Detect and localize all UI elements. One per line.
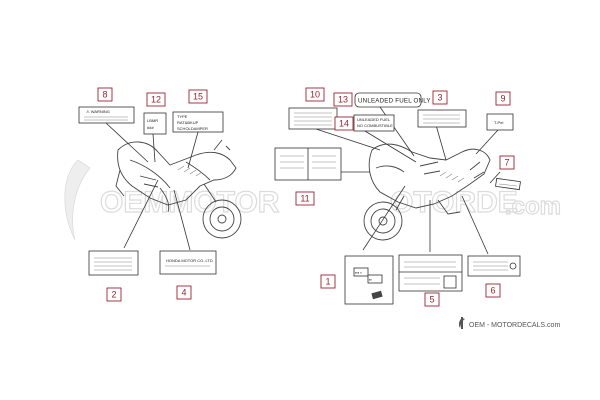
decal-1[interactable]: ▪▪▪ ▪ ▪▪ xyxy=(344,255,394,305)
decal-10[interactable] xyxy=(288,107,338,130)
callout-6[interactable]: 6 xyxy=(485,283,501,298)
callout-14-number: 14 xyxy=(339,119,349,129)
callout-9[interactable]: 9 xyxy=(495,91,511,106)
decal-15[interactable]: TYPE RAT&BKUP SCHOLDAMPER xyxy=(172,111,224,133)
watermark-left-text: OEMMOTOR xyxy=(100,186,280,219)
decal-7[interactable] xyxy=(495,177,521,191)
callout-4[interactable]: 4 xyxy=(176,285,192,300)
callout-14[interactable]: 14 xyxy=(334,116,354,131)
callout-7-number: 7 xyxy=(504,158,509,168)
decal-12-line2: ### xyxy=(147,125,154,130)
decal-8-warning-text: ⚠ WARNING xyxy=(86,109,110,114)
callout-11[interactable]: 11 xyxy=(295,191,315,206)
callout-10-number: 10 xyxy=(310,90,320,100)
callout-5[interactable]: 5 xyxy=(424,292,440,307)
callout-15-number: 15 xyxy=(193,92,203,102)
decal-5[interactable] xyxy=(398,254,463,292)
callout-7[interactable]: 7 xyxy=(499,155,515,170)
footer-brand-text: OEM - MOTORDECALS.com xyxy=(469,322,560,329)
watermark-helmet-mark xyxy=(64,159,91,241)
callout-4-number: 4 xyxy=(181,288,186,298)
callout-12[interactable]: 12 xyxy=(146,92,166,107)
helmet-logo-icon xyxy=(458,318,465,328)
callout-9-number: 9 xyxy=(500,94,505,104)
callout-5-number: 5 xyxy=(429,295,434,305)
watermark-suffix-text: .com xyxy=(505,193,561,220)
callout-13-number: 13 xyxy=(338,95,348,105)
decal-6[interactable] xyxy=(467,255,521,277)
decal-1-text-b: ▪▪ xyxy=(369,277,372,282)
decal-4-maker-plate[interactable]: HONDA MOTOR CO.,LTD xyxy=(159,250,217,275)
callout-1[interactable]: 1 xyxy=(320,274,336,289)
callout-6-number: 6 xyxy=(490,286,495,296)
decal-15-line3: SCHOLDAMPER xyxy=(177,126,208,131)
decal-13-fuel-text: UNLEADED FUEL ONLY xyxy=(358,98,431,105)
watermark-right-text: OTORDE xyxy=(390,186,518,219)
decal-3[interactable] xyxy=(417,109,467,128)
watermark: OEMMOTOR OTORDE .com xyxy=(64,159,562,241)
decal-8-warning[interactable]: ⚠ WARNING xyxy=(78,106,135,124)
callout-2[interactable]: 2 xyxy=(106,287,122,302)
decal-9[interactable]: T-Pel xyxy=(486,113,514,131)
decal-15-line1: TYPE xyxy=(177,114,188,119)
motorcycle-right-view xyxy=(363,143,491,241)
callout-8[interactable]: 8 xyxy=(97,87,113,102)
decal-13-fuel[interactable]: UNLEADED FUEL ONLY xyxy=(354,92,431,108)
callout-2-number: 2 xyxy=(111,290,116,300)
callout-12-number: 12 xyxy=(151,95,161,105)
callout-10[interactable]: 10 xyxy=(305,87,325,102)
decal-14[interactable]: UNLEADED FUEL NO COMBUSTIBLE xyxy=(353,114,395,132)
decal-14-line2: NO COMBUSTIBLE xyxy=(357,123,393,128)
decal-1-text-a: ▪▪▪ ▪ xyxy=(355,270,362,275)
callout-15[interactable]: 15 xyxy=(188,89,208,104)
callout-11-number: 11 xyxy=(300,194,309,204)
footer-brand: OEM - MOTORDECALS.com xyxy=(458,317,560,329)
callout-13[interactable]: 13 xyxy=(333,92,353,107)
decal-11[interactable] xyxy=(274,147,342,181)
decal-4-maker-text: HONDA MOTOR CO.,LTD xyxy=(166,258,213,263)
callout-8-number: 8 xyxy=(102,90,107,100)
decal-14-line1: UNLEADED FUEL xyxy=(357,117,391,122)
leader-lines-left xyxy=(105,122,199,251)
callout-3-number: 3 xyxy=(437,93,442,103)
callout-3[interactable]: 3 xyxy=(432,90,448,105)
decal-12-line1: LBMR xyxy=(147,118,158,123)
decal-9-text: T-Pel xyxy=(494,120,503,125)
decal-12[interactable]: LBMR ### xyxy=(143,112,167,135)
motorcycle-left-view xyxy=(115,139,242,239)
decal-15-line2: RAT&BKUP xyxy=(177,120,199,125)
decal-2[interactable] xyxy=(88,250,139,276)
callout-1-number: 1 xyxy=(325,277,330,287)
